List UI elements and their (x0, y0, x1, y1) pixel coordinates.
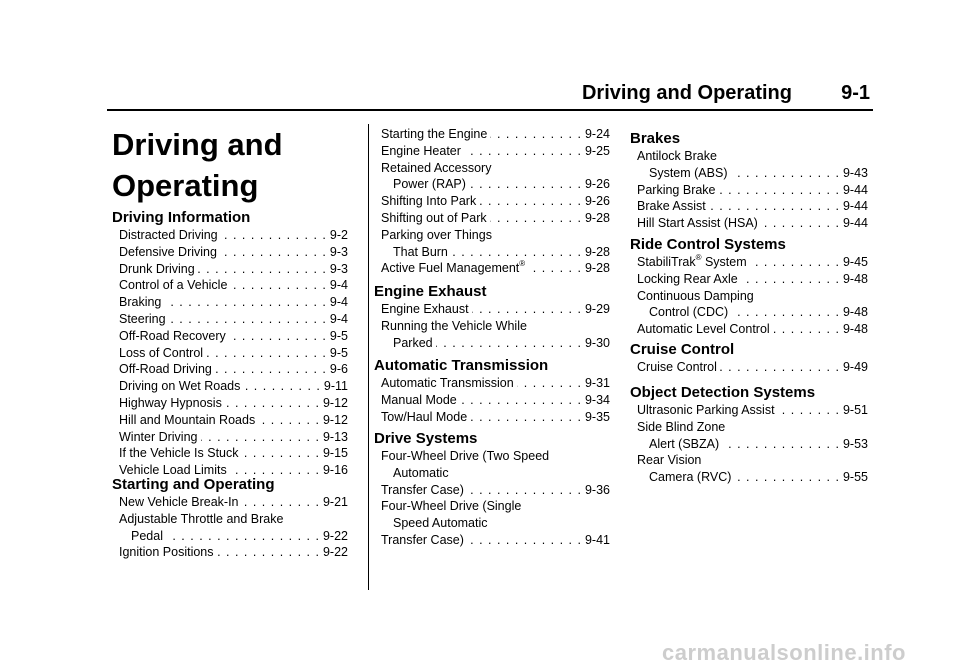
section-title: Ride Control Systems (630, 236, 786, 253)
toc-entry[interactable]: Power (RAP). . . . . . . . . . . . . . .… (393, 177, 610, 192)
section-title: Object Detection Systems (630, 384, 816, 401)
toc-entry[interactable]: Transfer Case). . . . . . . . . . . . . … (381, 482, 610, 497)
section-starting-operating: Starting and Operating New Vehicle Break… (112, 476, 348, 561)
toc-entry[interactable]: Control (CDC). . . . . . . . . . . . . .… (649, 305, 868, 320)
section-cruise-control: Cruise Control Cruise Control. . . . . .… (630, 341, 868, 376)
toc-entry[interactable]: Control of a Vehicle. . . . . . . . . . … (119, 278, 348, 293)
toc-entry-line1[interactable]: Side Blind Zone (637, 419, 726, 434)
toc-entry[interactable]: Steering. . . . . . . . . . . . . . . . … (119, 311, 348, 326)
toc-entry[interactable]: If the Vehicle Is Stuck. . . . . . . . .… (119, 446, 348, 461)
section-title: Driving Information (112, 209, 251, 226)
section-ride-control: Ride Control Systems StabiliTrak® System… (630, 236, 868, 338)
toc-entry[interactable]: Parking Brake. . . . . . . . . . . . . .… (637, 182, 868, 197)
section-brakes: Brakes Antilock Brake System (ABS). . . … (630, 130, 868, 232)
toc-entry-line1[interactable]: Rear Vision (637, 453, 702, 468)
site-watermark: carmanualsonline.info (662, 640, 906, 665)
toc-entry[interactable]: Shifting Into Park. . . . . . . . . . . … (381, 194, 610, 209)
toc-entry-line1[interactable]: Antilock Brake (637, 149, 717, 163)
toc-entry[interactable]: New Vehicle Break-In. . . . . . . . . . … (119, 495, 348, 509)
toc-entry-line1[interactable]: Running the Vehicle While (381, 318, 527, 333)
toc-entry[interactable]: Braking. . . . . . . . . . . . . . . . .… (119, 295, 348, 310)
toc-entry[interactable]: Pedal. . . . . . . . . . . . . . . . . .… (131, 528, 348, 543)
section-title: Brakes (630, 130, 681, 147)
section-title: Cruise Control (630, 341, 735, 358)
toc-entry[interactable]: Off-Road Driving. . . . . . . . . . . . … (119, 362, 348, 377)
toc-entry[interactable]: Driving on Wet Roads. . . . . . . . . . … (119, 379, 348, 394)
toc-entry[interactable]: Defensive Driving. . . . . . . . . . . .… (119, 244, 348, 259)
toc-entry[interactable]: Cruise Control. . . . . . . . . . . . . … (637, 360, 868, 374)
toc-entry-line1[interactable]: Retained Accessory (381, 160, 492, 175)
toc-entry[interactable]: Active Fuel Management®. . . . . . . . .… (381, 259, 610, 276)
toc-entry[interactable]: Shifting out of Park. . . . . . . . . . … (381, 210, 610, 225)
toc-entry[interactable]: Alert (SBZA). . . . . . . . . . . . . . … (649, 436, 868, 451)
toc-entry[interactable]: Engine Heater. . . . . . . . . . . . . .… (381, 143, 610, 158)
toc-entry[interactable]: Highway Hypnosis. . . . . . . . . . . . … (119, 395, 348, 410)
toc-entry-line2[interactable]: Automatic (393, 465, 449, 480)
registered-mark: ® (519, 259, 526, 269)
chapter-title: Driving and Operating (112, 127, 283, 203)
toc-entry[interactable]: Automatic Level Control. . . . . . . . .… (637, 322, 868, 337)
toc-entry[interactable]: System (ABS). . . . . . . . . . . . . . … (649, 165, 868, 180)
toc-entry[interactable]: Transfer Case). . . . . . . . . . . . . … (381, 532, 610, 547)
toc-entry-line1[interactable]: Adjustable Throttle and Brake (119, 511, 284, 526)
toc-entry[interactable]: Drunk Driving. . . . . . . . . . . . . .… (119, 261, 348, 276)
toc-entry[interactable]: Ultrasonic Parking Assist. . . . . . . .… (637, 403, 868, 417)
toc-entry[interactable]: Loss of Control. . . . . . . . . . . . .… (119, 345, 348, 360)
toc-entry[interactable]: Tow/Haul Mode. . . . . . . . . . . . . .… (381, 409, 610, 424)
section-drive-systems: Drive Systems Four-Wheel Drive (Two Spee… (374, 430, 610, 549)
section-driving-information: Driving Information Distracted Driving. … (112, 209, 348, 479)
toc-entry[interactable]: Brake Assist. . . . . . . . . . . . . . … (637, 199, 868, 214)
header-divider (107, 109, 873, 111)
column-divider (368, 124, 369, 590)
toc-entry[interactable]: Starting the Engine. . . . . . . . . . .… (381, 127, 610, 141)
toc-entry-line1[interactable]: Four-Wheel Drive (Single (381, 499, 522, 514)
toc-entry[interactable]: Manual Mode. . . . . . . . . . . . . . .… (381, 392, 610, 407)
section-automatic-transmission: Automatic Transmission Automatic Transmi… (374, 357, 610, 425)
toc-entry[interactable]: Engine Exhaust. . . . . . . . . . . . . … (381, 302, 610, 316)
toc-entry[interactable]: Off-Road Recovery. . . . . . . . . . . .… (119, 328, 348, 343)
toc-entry[interactable]: Vehicle Load Limits. . . . . . . . . . .… (119, 463, 348, 478)
toc-entry[interactable]: StabiliTrak® System. . . . . . . . . . .… (637, 253, 868, 270)
toc-entry[interactable]: Camera (RVC). . . . . . . . . . . . . . … (649, 470, 868, 485)
running-header-title: Driving and Operating (581, 82, 792, 104)
toc-entry-line2[interactable]: Speed Automatic (393, 516, 488, 531)
section-starting-operating-cont: Starting the Engine. . . . . . . . . . .… (374, 126, 610, 277)
section-object-detection: Object Detection Systems Ultrasonic Park… (630, 384, 868, 486)
toc-entry-line1[interactable]: Parking over Things (381, 227, 492, 242)
toc-entry[interactable]: Winter Driving. . . . . . . . . . . . . … (119, 429, 348, 444)
page-number: 9-1 (841, 82, 870, 104)
toc-entry-line1[interactable]: Four-Wheel Drive (Two Speed (381, 449, 550, 463)
toc-entry[interactable]: That Burn. . . . . . . . . . . . . . . .… (393, 244, 610, 259)
toc-entry[interactable]: Locking Rear Axle. . . . . . . . . . . .… (637, 271, 868, 286)
toc-entry[interactable]: Hill Start Assist (HSA). . . . . . . . .… (637, 216, 868, 231)
toc-entry-line1[interactable]: Continuous Damping (637, 288, 754, 303)
toc-entry[interactable]: Distracted Driving. . . . . . . . . . . … (119, 228, 348, 242)
toc-entry[interactable]: Parked. . . . . . . . . . . . . . . . . … (393, 335, 610, 350)
section-title: Engine Exhaust (374, 283, 487, 300)
toc-entry[interactable]: Automatic Transmission. . . . . . . . . … (381, 376, 610, 390)
toc-entry[interactable]: Ignition Positions. . . . . . . . . . . … (119, 545, 348, 560)
section-title: Drive Systems (374, 430, 478, 447)
section-engine-exhaust: Engine Exhaust Engine Exhaust. . . . . .… (374, 283, 610, 351)
section-title: Starting and Operating (112, 476, 275, 493)
registered-mark: ® (695, 253, 702, 262)
section-title: Automatic Transmission (374, 357, 549, 374)
toc-entry[interactable]: Hill and Mountain Roads. . . . . . . . .… (119, 412, 348, 427)
